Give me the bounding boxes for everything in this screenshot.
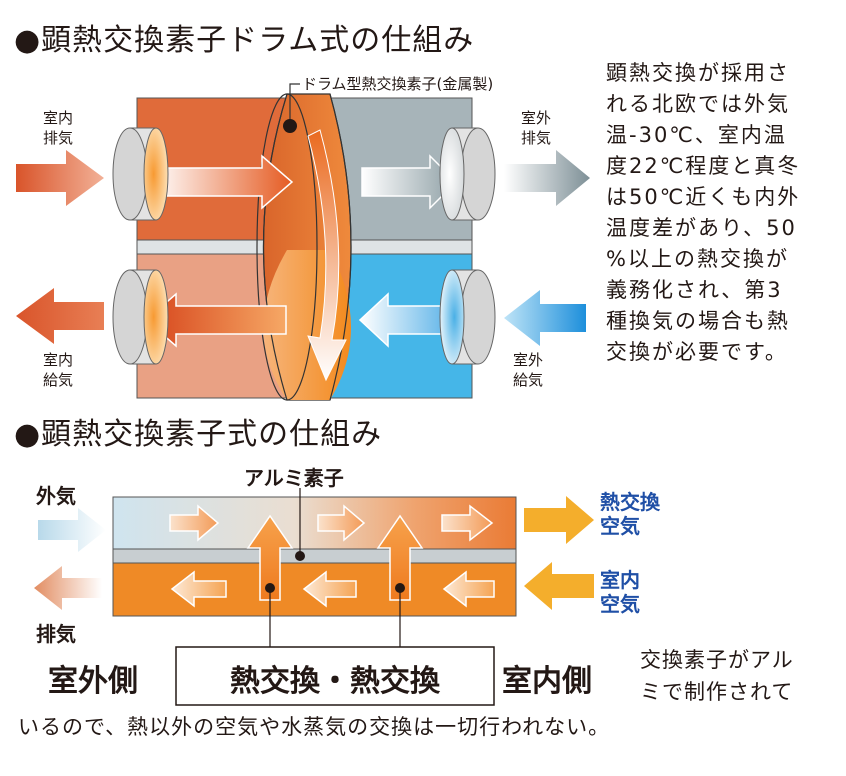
outside-air-arrow bbox=[38, 508, 106, 552]
top-flow-arrow-3 bbox=[441, 504, 494, 542]
rotation-arrow bbox=[307, 129, 347, 382]
exhaust-arrow bbox=[34, 566, 102, 610]
heat-exchanged-air-arrow bbox=[524, 496, 594, 544]
heat-exchanged-air-label: 熱交換空気 bbox=[600, 490, 660, 538]
indoor-air-label: 室内空気 bbox=[600, 568, 640, 616]
heat-transfer-arrow-left bbox=[246, 514, 294, 601]
aluminum-element-label: アルミ素子 bbox=[244, 466, 344, 490]
duct-lower-right bbox=[439, 269, 496, 365]
indoor-exhaust-flow-arrow bbox=[151, 154, 294, 210]
outdoor-intake-label: 室外給気 bbox=[512, 351, 543, 389]
outdoor-exhaust-label: 室外排気 bbox=[520, 109, 551, 147]
element-note-right: 交換素子がアル ミで制作されて bbox=[640, 648, 794, 704]
indoor-supply-arrow bbox=[16, 288, 104, 344]
exhaust-label: 排気 bbox=[36, 622, 76, 646]
indoor-exhaust-arrow bbox=[16, 150, 104, 206]
indoor-supply-label: 室内給気 bbox=[42, 351, 73, 389]
outdoor-intake-arrow bbox=[504, 290, 586, 346]
indoor-side-label: 室内側 bbox=[502, 664, 592, 699]
outdoor-exhaust-arrow bbox=[504, 150, 590, 206]
drum-element-label: ドラム型熱交換素子(金属製) bbox=[302, 75, 494, 93]
drum-face-ellipse bbox=[256, 93, 318, 401]
indoor-exhaust-label: 室内排気 bbox=[42, 109, 73, 147]
duct-upper-right bbox=[439, 127, 496, 221]
top-flow-arrow-2 bbox=[317, 504, 366, 542]
indoor-air-arrow bbox=[524, 562, 594, 610]
bottom-flow-arrow-2 bbox=[302, 570, 357, 608]
element-note-bottom: いるので、熱以外の空気や水蒸気の交換は一切行われない。 bbox=[18, 715, 611, 739]
duct-upper-left bbox=[112, 127, 169, 221]
center-box bbox=[175, 646, 495, 706]
top-flow-arrow-1 bbox=[169, 504, 220, 542]
drum-description: 顕熱交換が採用さ れる北欧では外気 温-30℃、室内温 度22℃程度と真冬 は5… bbox=[606, 61, 801, 364]
outdoor-side-label: 室外側 bbox=[48, 664, 138, 699]
aluminum-plate bbox=[112, 548, 517, 564]
outside-air-label: 外気 bbox=[36, 484, 76, 508]
center-box-label: 熱交換・熱交換 bbox=[230, 664, 440, 699]
element-section-heading: ●顕熱交換素子式の仕組み bbox=[14, 417, 383, 452]
bottom-flow-arrow-3 bbox=[442, 570, 495, 608]
bottom-flow-arrow-1 bbox=[170, 570, 227, 608]
drum-section-heading: ●顕熱交換素子ドラム式の仕組み bbox=[14, 23, 475, 58]
element-label-dot bbox=[283, 119, 297, 133]
element-label-leader bbox=[289, 83, 300, 124]
heat-transfer-arrow-right bbox=[376, 514, 424, 601]
duct-lower-left bbox=[112, 269, 169, 365]
